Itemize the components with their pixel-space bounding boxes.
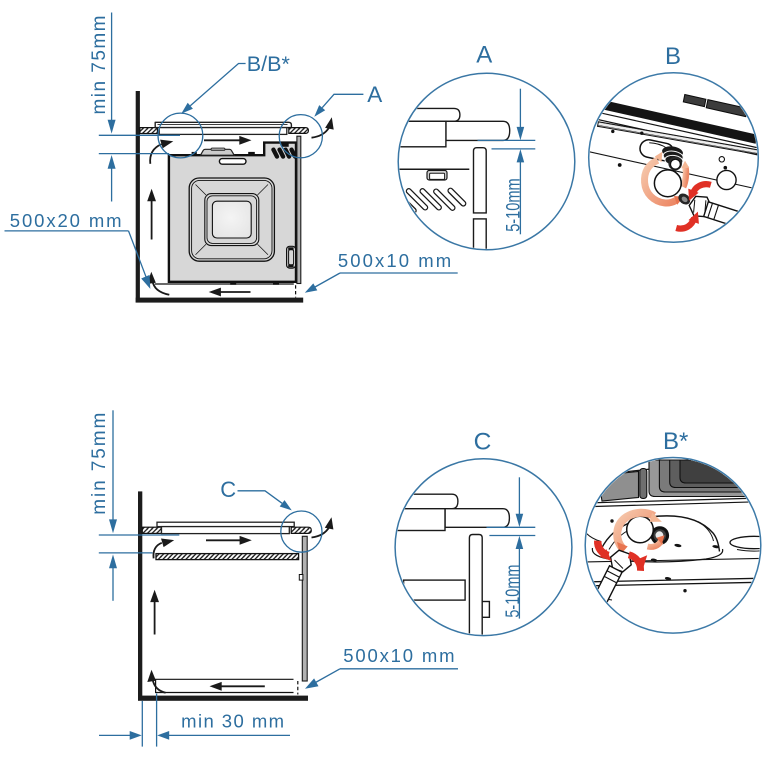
svg-text:500x10 mm: 500x10 mm: [343, 645, 454, 666]
svg-text:C: C: [474, 428, 492, 455]
svg-text:min 75mm: min 75mm: [89, 413, 110, 515]
svg-text:B/B*: B/B*: [247, 52, 291, 76]
svg-text:min 75mm: min 75mm: [89, 16, 110, 115]
svg-text:5-10mm: 5-10mm: [503, 178, 524, 232]
svg-text:5-10mm: 5-10mm: [503, 565, 524, 618]
svg-text:500x20 mm: 500x20 mm: [10, 210, 122, 231]
svg-text:B: B: [665, 43, 681, 70]
svg-text:B*: B*: [663, 428, 688, 455]
svg-text:A: A: [476, 42, 492, 69]
svg-text:min 30 mm: min 30 mm: [181, 711, 284, 732]
svg-text:500x10 mm: 500x10 mm: [338, 250, 451, 271]
svg-text:C: C: [220, 477, 236, 502]
svg-text:A: A: [367, 82, 382, 107]
